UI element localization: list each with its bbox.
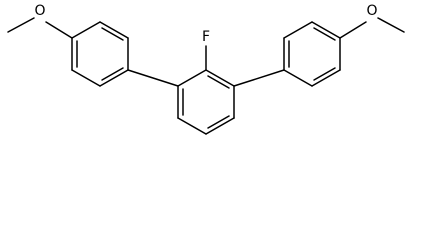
left-methoxyphenyl-ring	[71, 21, 129, 87]
fluorine-substituent: F	[202, 29, 210, 71]
right-biaryl-bond	[233, 69, 285, 87]
right-oxygen-label: O	[366, 3, 377, 19]
left-biaryl-bond	[127, 69, 179, 87]
right-methoxy-group: O	[339, 3, 405, 39]
left-methoxy-group: O	[7, 3, 73, 39]
right-methoxyphenyl-ring	[283, 21, 341, 87]
central-benzene-ring	[177, 69, 235, 135]
fluorine-label: F	[202, 29, 210, 45]
structure-diagram: O F O	[7, 3, 405, 135]
left-oxygen-label: O	[34, 3, 45, 19]
